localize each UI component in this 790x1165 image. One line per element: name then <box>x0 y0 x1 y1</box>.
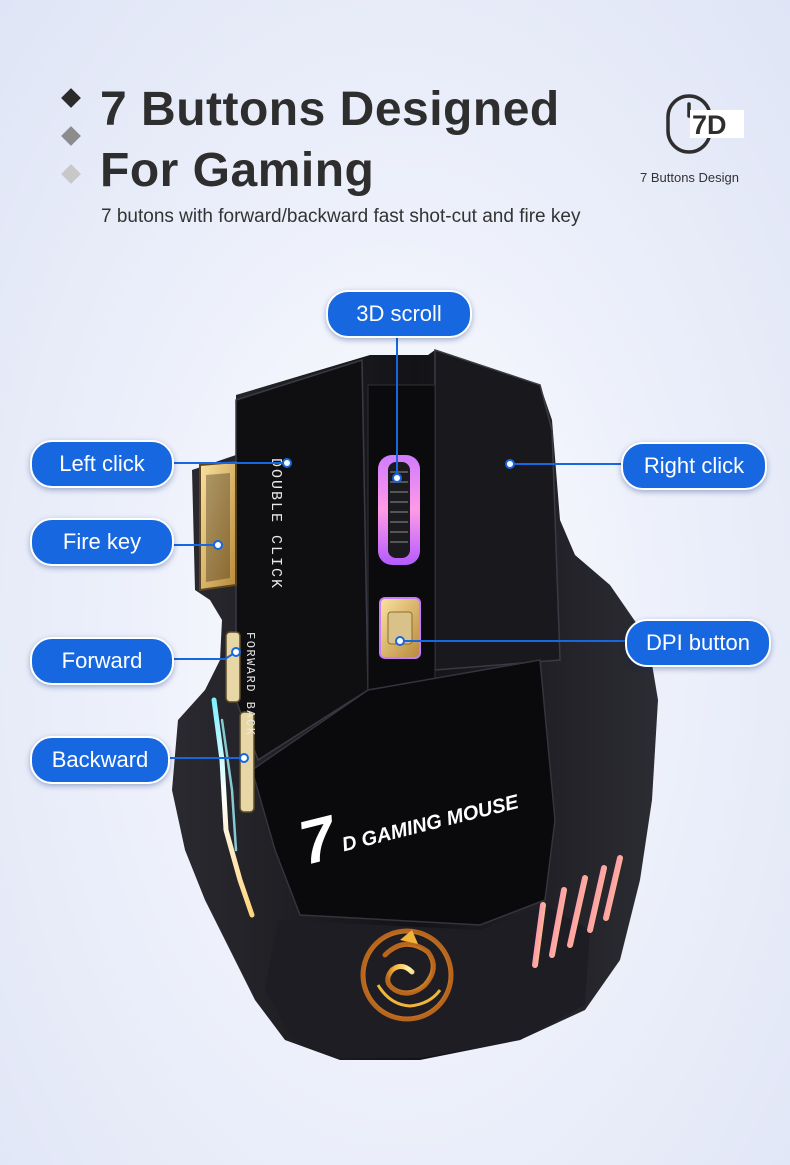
callout-left-click: Left click <box>30 440 174 488</box>
forward-back-print: FORWARD BACK <box>243 632 257 736</box>
callout-dpi-button: DPI button <box>625 619 771 667</box>
callout-forward: Forward <box>30 637 174 685</box>
forward-side-button <box>225 631 241 703</box>
badge-icon-text: 7D <box>692 110 727 140</box>
double-click-print: DOUBLE CLICK <box>267 458 284 590</box>
rgb-light-left <box>211 697 255 918</box>
callout-backward: Backward <box>30 736 170 784</box>
mouse-7d-icon: 7D <box>666 94 744 154</box>
page-subtitle: 7 butons with forward/backward fast shot… <box>101 206 581 227</box>
callout-fire-key: Fire key <box>30 518 174 566</box>
callout-endpoints <box>213 458 515 763</box>
badge-label: 7 Buttons Design <box>640 170 740 185</box>
callout-right-click: Right click <box>621 442 767 490</box>
dragon-emblem <box>360 928 454 1022</box>
page-title-line-1: 7 Buttons Designed <box>100 83 560 136</box>
page-title-line-2: For Gaming <box>100 144 375 197</box>
callout-3d-scroll: 3D scroll <box>326 290 472 338</box>
right-button-panel <box>434 348 561 671</box>
rgb-light-right <box>532 855 623 968</box>
palm-panel <box>251 659 556 926</box>
